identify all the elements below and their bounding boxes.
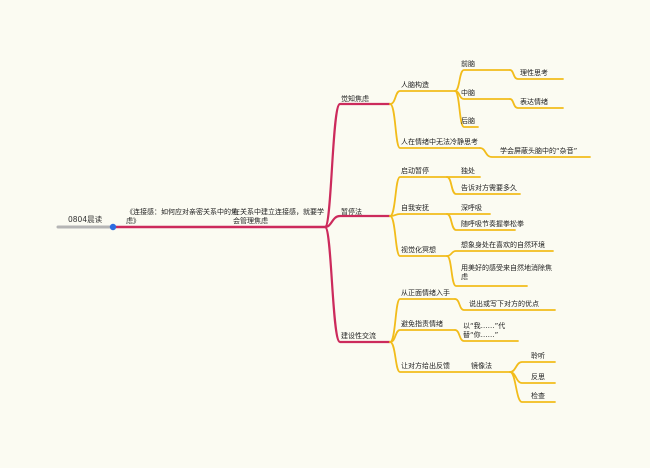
branch-constructive-communication[interactable]: 建设性交流 [341, 332, 376, 340]
root-dot [109, 223, 117, 231]
node-express-emotion[interactable]: 表达情绪 [520, 98, 548, 106]
branch-pause-method[interactable]: 暂停法 [341, 208, 362, 216]
node-midbrain[interactable]: 中脑 [461, 89, 475, 97]
node-cannot-think-calmly[interactable]: 人在情绪中无法冷静思考 [401, 138, 478, 146]
node-rational-thinking[interactable]: 理性思考 [520, 69, 548, 77]
node-hindbrain[interactable]: 后脑 [461, 117, 475, 125]
node-check[interactable]: 检查 [531, 392, 545, 400]
node-reflect[interactable]: 反思 [531, 373, 545, 381]
node-deep-breath[interactable]: 深呼吸 [461, 204, 482, 212]
node-avoid-blame[interactable]: 避免指责情绪 [401, 320, 443, 328]
node-say-strengths[interactable]: 说出或写下对方的优点 [469, 300, 539, 308]
central-topic[interactable]: 在关系中建立连接感，就要学会管理焦虑 [233, 208, 324, 225]
node-start-pause[interactable]: 启动暂停 [401, 167, 429, 175]
node-mirroring[interactable]: 镜像法 [471, 362, 492, 370]
node-block-noise[interactable]: 学会屏蔽头脑中的“杂音” [500, 147, 578, 155]
root-topic[interactable]: 0804晨读 [68, 215, 103, 224]
node-alone[interactable]: 独处 [461, 167, 475, 175]
main-topic[interactable]: 《连接感：如何应对亲密关系中的焦虑》 [126, 208, 238, 225]
b2-connector [323, 214, 392, 229]
node-brain-structure[interactable]: 人脑构造 [401, 81, 429, 89]
node-self-soothe[interactable]: 自我安抚 [401, 204, 429, 212]
node-i-instead-of-you[interactable]: 以“我……”代替“你……” [463, 322, 506, 339]
node-fist-rhythm[interactable]: 随呼吸节奏握拳松拳 [461, 220, 524, 228]
branch-aware-anxiety[interactable]: 觉知焦虑 [341, 95, 369, 103]
b1-connector [323, 102, 392, 229]
node-good-feelings[interactable]: 用美好的感受来自然地消除焦虑 [461, 264, 552, 281]
node-forebrain[interactable]: 前脑 [461, 60, 475, 68]
node-positive-emotion[interactable]: 从正面情绪入手 [401, 289, 450, 297]
node-tell-how-long[interactable]: 告诉对方需要多久 [461, 184, 517, 192]
node-ask-feedback[interactable]: 让对方给出反馈 [401, 362, 450, 370]
node-visual-meditation[interactable]: 视觉化冥想 [401, 246, 436, 254]
node-listen[interactable]: 聆听 [531, 352, 545, 360]
node-imagine-nature[interactable]: 想象身处在喜欢的自然环境 [461, 241, 545, 249]
b3-connector [323, 225, 392, 344]
